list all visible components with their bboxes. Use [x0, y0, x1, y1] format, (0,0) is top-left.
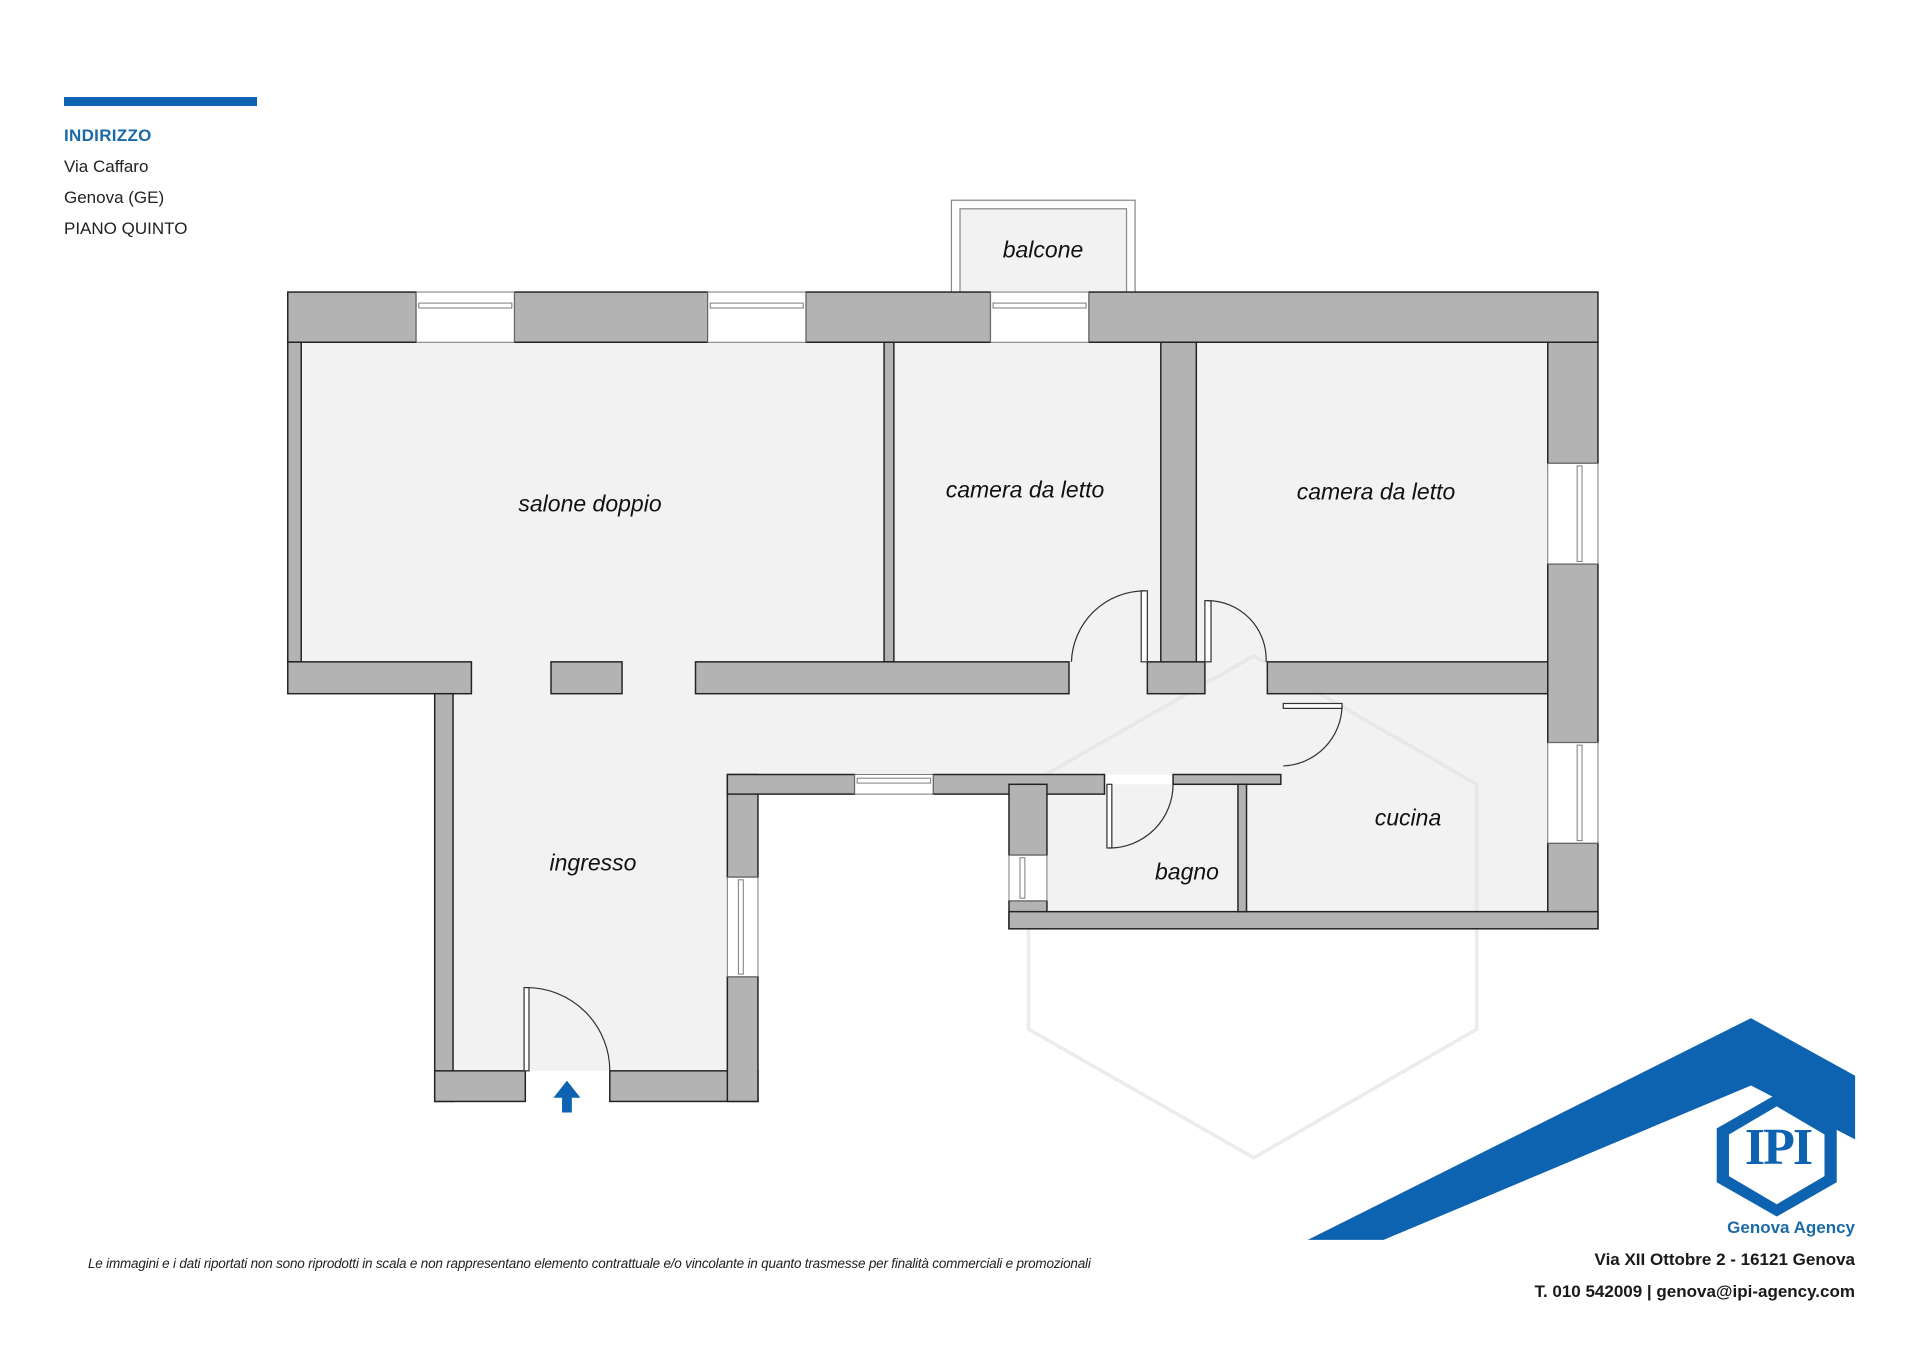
address-block: INDIRIZZO Via Caffaro Genova (GE) PIANO … — [64, 97, 257, 239]
address-city: Genova (GE) — [64, 188, 165, 207]
agency-logo-text: IPI — [1744, 1119, 1813, 1176]
room-label-camera2: camera da letto — [1296, 478, 1456, 505]
room-label-balcone: balcone — [1002, 236, 1084, 263]
address-floor: PIANO QUINTO — [64, 219, 188, 238]
agency-address: Via XII Ottobre 2 - 16121 Genova — [1594, 1250, 1855, 1269]
floors — [301, 342, 1548, 1071]
agency-name: Genova Agency — [1727, 1218, 1855, 1237]
disclaimer-text: Le immagini e i dati riportati non sono … — [88, 1256, 1091, 1271]
walls — [287, 291, 1599, 1103]
room-label-camera1: camera da letto — [945, 476, 1105, 503]
windows — [415, 291, 1599, 978]
room-label-salone: salone doppio — [518, 490, 662, 517]
address-street: Via Caffaro — [64, 157, 149, 176]
address-heading: INDIRIZZO — [64, 126, 152, 145]
agency-info: Genova Agency Via XII Ottobre 2 - 16121 … — [1534, 1218, 1855, 1302]
balcony — [950, 199, 1136, 294]
watermark-logo — [1026, 653, 1479, 1160]
agency-roof-logo — [1307, 1018, 1856, 1240]
agency-contact: T. 010 542009 | genova@ipi-agency.com — [1534, 1282, 1855, 1301]
doors — [523, 590, 1343, 1072]
room-label-bagno: bagno — [1155, 858, 1219, 885]
accent-bar — [64, 97, 257, 106]
entrance-arrow-icon — [553, 1080, 581, 1113]
room-label-ingresso: ingresso — [549, 849, 637, 876]
room-label-cucina: cucina — [1374, 804, 1442, 831]
